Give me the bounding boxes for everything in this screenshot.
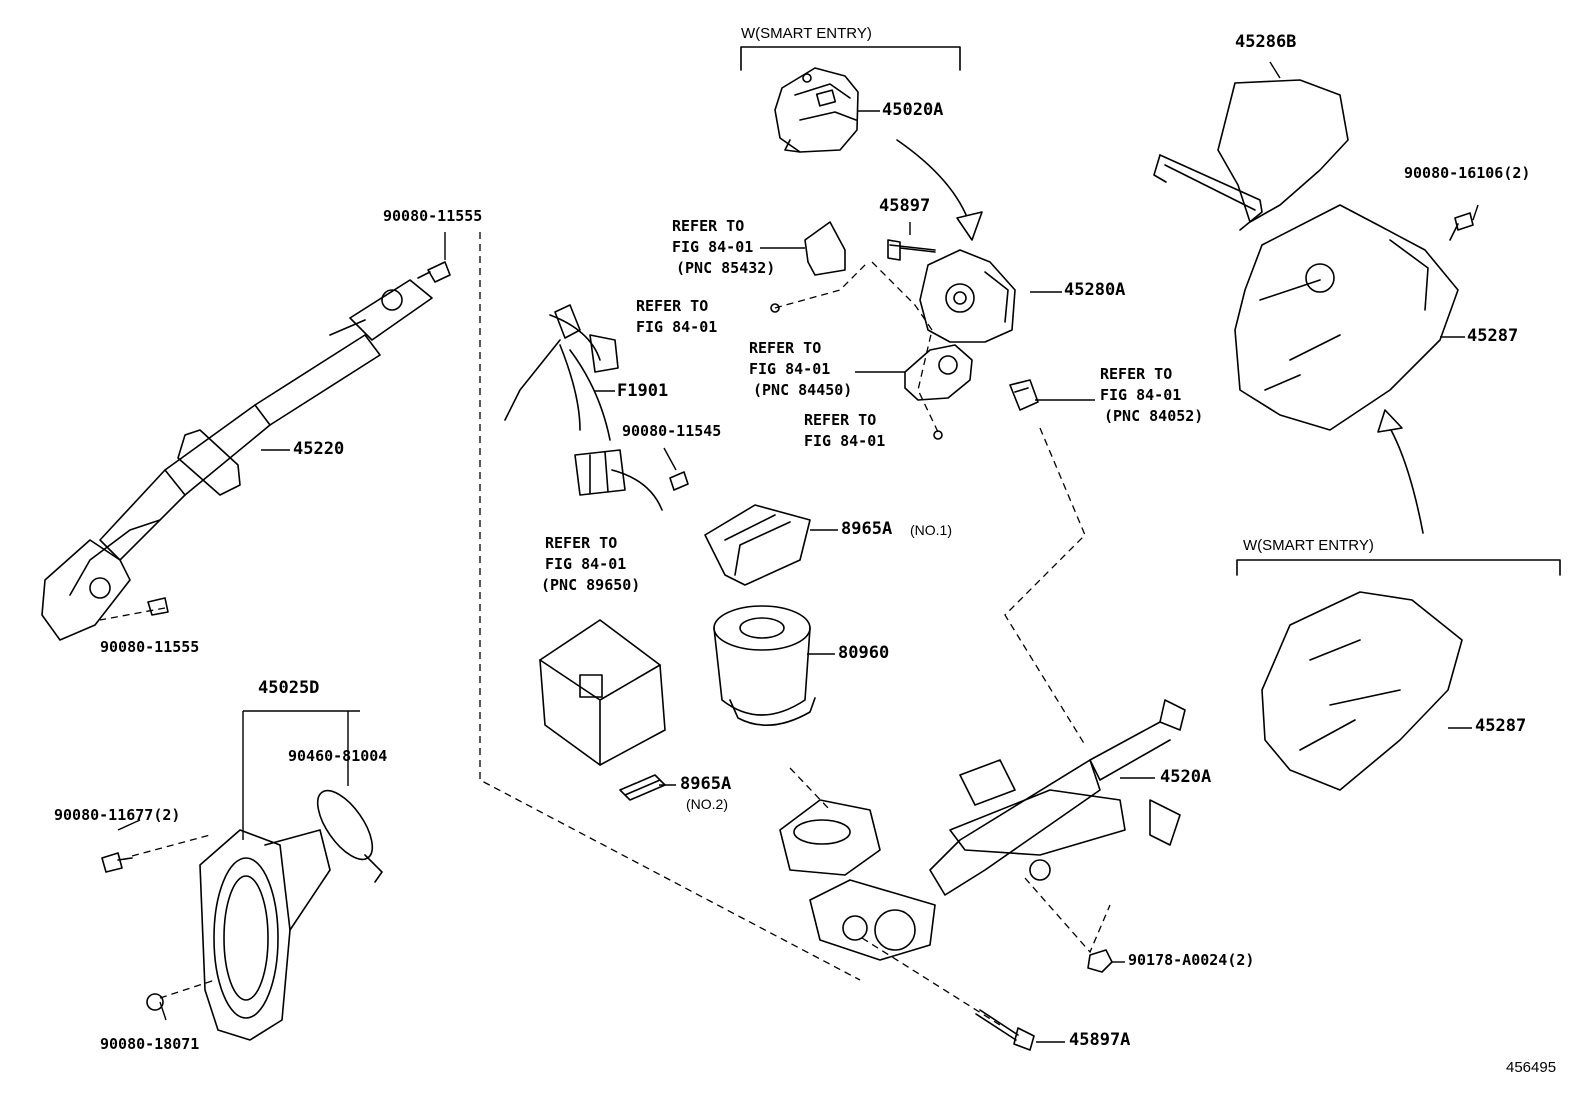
part-label-45286b[interactable]: 45286B: [1235, 32, 1297, 52]
refer-85432-line2: FIG 84-01: [672, 238, 754, 256]
part-label-45220[interactable]: 45220: [293, 439, 345, 459]
part-label-90460-81004[interactable]: 90460-81004: [288, 747, 388, 765]
refer-b-line2: FIG 84-01: [804, 432, 886, 450]
part-label-45280a[interactable]: 45280A: [1064, 280, 1126, 300]
part-84450-shape: [904, 344, 973, 401]
part-84052-shape: [1009, 379, 1039, 411]
part-45286b-shape: [1153, 79, 1349, 231]
refer-84450[interactable]: REFER TO FIG 84-01 (PNC 84450): [749, 338, 852, 401]
part-label-45897a[interactable]: 45897A: [1069, 1030, 1131, 1050]
group-label-smart-entry-right: W(SMART ENTRY): [1243, 537, 1374, 554]
bolt-45897a: [975, 1009, 1035, 1051]
part-45287-b-shape: [1261, 591, 1463, 791]
refer-b-line1: REFER TO: [804, 411, 877, 429]
part-90460-81004-shape: [316, 789, 374, 861]
group-label-smart-entry-top: W(SMART ENTRY): [741, 25, 872, 42]
part-label-90080-18071[interactable]: 90080-18071: [100, 1035, 200, 1053]
illustration-number: 456495: [1506, 1059, 1557, 1076]
part-label-f1901[interactable]: F1901: [617, 381, 669, 401]
refer-89650-line1: REFER TO: [545, 534, 618, 552]
part-label-90080-11545[interactable]: 90080-11545: [622, 422, 722, 440]
part-label-90080-11677[interactable]: 90080-11677(2): [54, 806, 181, 824]
part-45025d-shape: [199, 829, 331, 1041]
part-45020a-shape: [774, 67, 859, 153]
arrow-45287-up: [1389, 427, 1424, 534]
refer-85432[interactable]: REFER TO FIG 84-01 (PNC 85432): [672, 216, 775, 279]
part-85432-shape: [804, 221, 846, 276]
refer-84450-line2: FIG 84-01: [749, 360, 831, 378]
refer-89650[interactable]: REFER TO FIG 84-01 (PNC 89650): [541, 533, 640, 596]
part-label-90080-16106[interactable]: 90080-16106(2): [1404, 164, 1531, 182]
refer-fig-84-01-a[interactable]: REFER TO FIG 84-01: [636, 296, 717, 338]
refer-84052-line3: (PNC 84052): [1104, 407, 1204, 425]
part-label-45897[interactable]: 45897: [879, 196, 931, 216]
refer-84052[interactable]: REFER TO FIG 84-01 (PNC 84052): [1100, 364, 1203, 427]
part-note-8965a-no2: (NO.2): [686, 796, 728, 812]
part-45897-shape: [887, 239, 936, 261]
part-45280a-shape: [919, 249, 1016, 343]
refer-a-line2: FIG 84-01: [636, 318, 718, 336]
refer-fig-84-01-b[interactable]: REFER TO FIG 84-01: [804, 410, 885, 452]
part-label-4520a[interactable]: 4520A: [1160, 767, 1212, 787]
part-label-90178-a0024[interactable]: 90178-A0024(2): [1128, 951, 1255, 969]
nut-90080-18071: [146, 993, 164, 1011]
bolt-90080-16106: [1449, 212, 1474, 241]
part-8965a-no2-shape: [619, 774, 666, 801]
part-note-8965a-no1: (NO.1): [910, 522, 952, 538]
part-label-45287-b[interactable]: 45287: [1475, 716, 1527, 736]
nut-90178-a0024: [1087, 949, 1113, 973]
part-89650-shape: [539, 619, 666, 766]
part-80960-shape: [713, 605, 816, 727]
refer-84052-line1: REFER TO: [1100, 365, 1173, 383]
bracket-smart-entry-top: [740, 46, 961, 71]
part-label-45020a[interactable]: 45020A: [882, 100, 944, 120]
part-45287-a-shape: [1234, 204, 1459, 431]
bolt-90080-11677: [101, 852, 133, 873]
refer-89650-line3: (PNC 89650): [541, 576, 641, 594]
part-label-90080-11555-bottom[interactable]: 90080-11555: [100, 638, 200, 656]
part-f1901-shape: [504, 304, 663, 511]
part-4520a-shape: [779, 699, 1186, 961]
part-label-8965a-no1[interactable]: 8965A: [841, 519, 893, 539]
part-45220-shape: [41, 279, 433, 641]
part-label-80960[interactable]: 80960: [838, 643, 890, 663]
bolt-90080-11555-top: [417, 261, 451, 283]
bolt-90080-11555-bottom: [147, 597, 169, 616]
bracket-smart-entry-right: [1236, 559, 1561, 576]
bolt-90080-11545: [669, 471, 689, 491]
refer-84450-line3: (PNC 84450): [753, 381, 853, 399]
part-label-8965a-no2[interactable]: 8965A: [680, 774, 732, 794]
part-label-45025d[interactable]: 45025D: [258, 678, 320, 698]
refer-84052-line2: FIG 84-01: [1100, 386, 1182, 404]
refer-85432-line1: REFER TO: [672, 217, 745, 235]
part-8965a-no1-shape: [704, 504, 811, 586]
refer-84450-line1: REFER TO: [749, 339, 822, 357]
refer-89650-line2: FIG 84-01: [545, 555, 627, 573]
part-label-45287-a[interactable]: 45287: [1467, 326, 1519, 346]
refer-a-line1: REFER TO: [636, 297, 709, 315]
part-label-90080-11555-top[interactable]: 90080-11555: [383, 207, 483, 225]
refer-85432-line3: (PNC 85432): [676, 259, 776, 277]
